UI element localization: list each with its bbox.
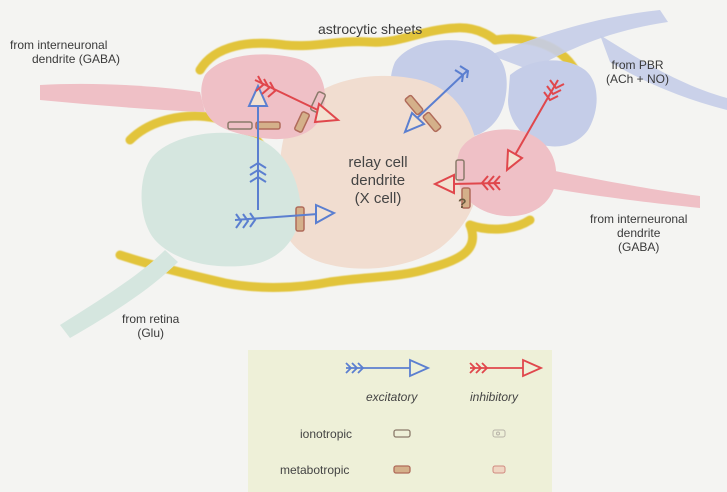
pbr-label-line2: (ACh + NO) [606, 72, 669, 86]
interneuron-left-label-line2: dendrite (GABA) [10, 52, 120, 66]
astrocytic-sheets-label: astrocytic sheets [318, 22, 422, 36]
interneuron-terminal-right [457, 129, 700, 216]
legend-excitatory-label: excitatory [366, 390, 417, 404]
pbr-label-line1: from PBR [606, 58, 669, 72]
legend-metabotropic-inhibitory-marker [493, 466, 505, 473]
retina-label: from retina (Glu) [122, 312, 179, 340]
interneuron-terminal-left [40, 54, 325, 139]
retina-terminal [60, 133, 301, 338]
retina-label-line1: from retina [122, 312, 179, 326]
legend-metabotropic-label: metabotropic [280, 463, 349, 477]
relay-cell-label: relay cell dendrite (X cell) [330, 154, 426, 208]
legend-ionotropic-label: ionotropic [300, 427, 352, 441]
interneuron-right-label-line2: dendrite [590, 226, 687, 240]
interneuron-left-label-line1: from interneuronal [10, 38, 120, 52]
legend-ionotropic-excitatory-marker [394, 430, 410, 437]
legend-metabotropic-excitatory-marker [394, 466, 410, 473]
interneuron-right-label-line3: (GABA) [590, 240, 687, 254]
relay-cell-label-line3: (X cell) [330, 190, 426, 208]
legend-ionotropic-inhibitory-marker [493, 430, 505, 437]
legend-inhibitory-label: inhibitory [470, 390, 518, 404]
interneuron-right-label-line1: from interneuronal [590, 212, 687, 226]
pbr-label: from PBR (ACh + NO) [606, 58, 669, 86]
relay-cell-label-line2: dendrite [330, 172, 426, 190]
relay-cell-label-line1: relay cell [330, 154, 426, 172]
question-mark: ? [458, 196, 467, 210]
retina-label-line2: (Glu) [122, 326, 179, 340]
legend: excitatory inhibitory ionotropic metabot… [248, 350, 552, 492]
legend-excitatory-arrow [346, 360, 428, 376]
interneuron-left-label: from interneuronal dendrite (GABA) [10, 38, 120, 66]
legend-inhibitory-arrow [470, 360, 541, 376]
interneuron-right-label: from interneuronal dendrite (GABA) [590, 212, 687, 254]
